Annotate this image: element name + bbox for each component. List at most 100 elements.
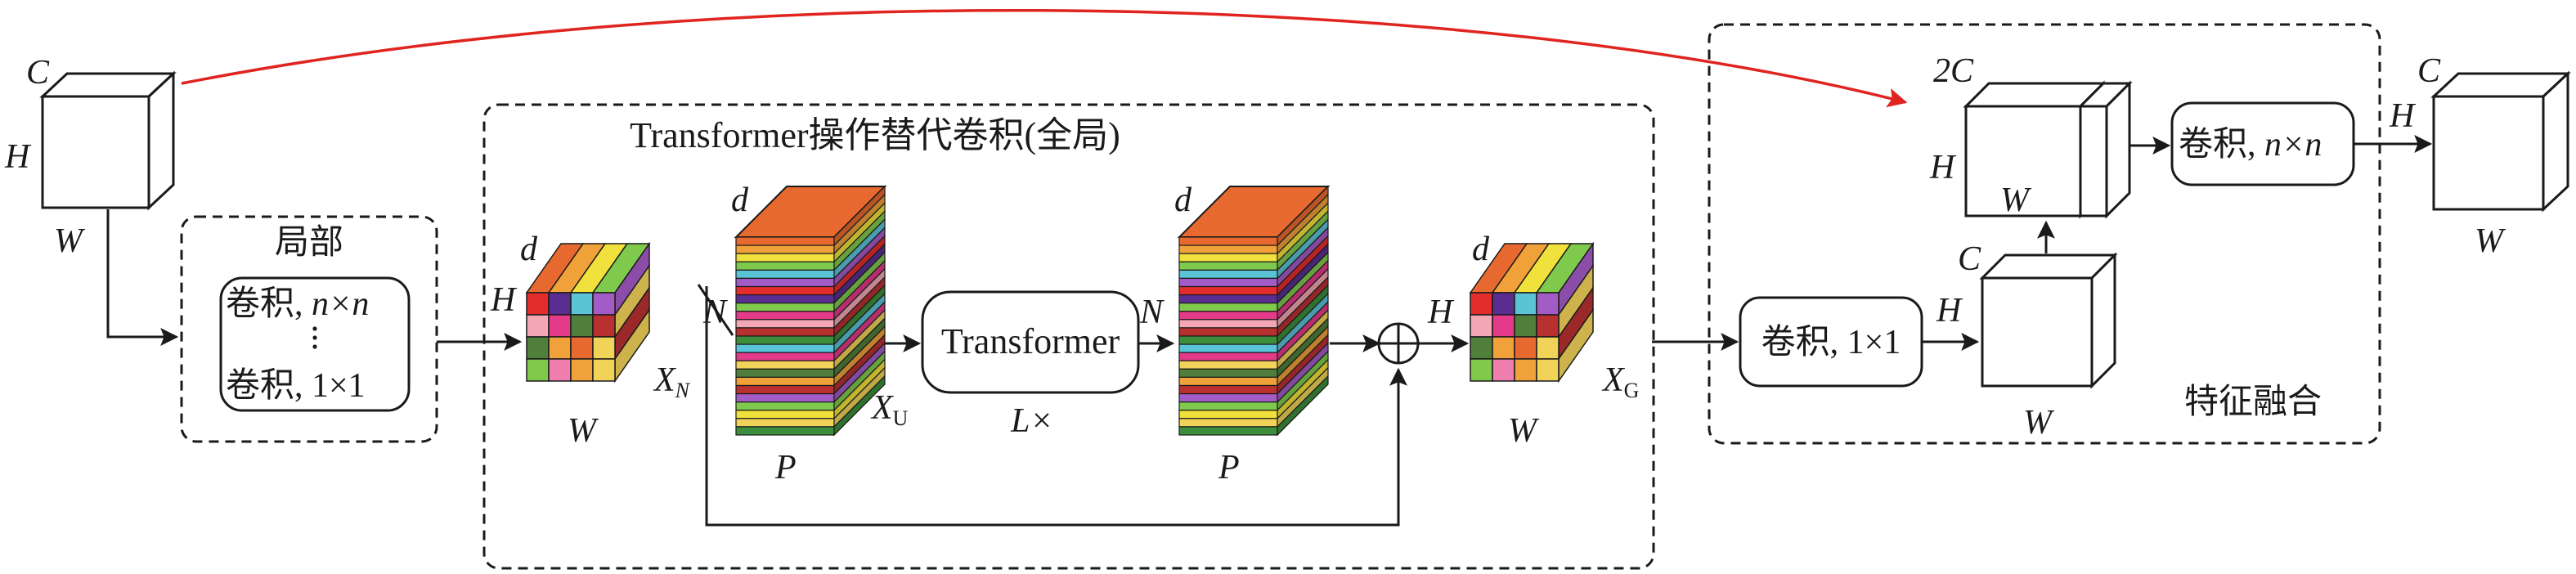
cube-front-cell [1536,292,1560,316]
transformer-label: Transformer [941,321,1120,361]
cube-front-cell [592,292,616,316]
xu-token-stack [734,185,887,437]
stack-front-stripe [735,418,835,428]
cube-front-cell [548,292,572,316]
stack-front-stripe [735,236,835,246]
xn-w-label: W [568,412,599,450]
stack-front-stripe [735,253,835,262]
stack-front-stripe [1178,376,1278,387]
xu-p-label: P [774,449,797,487]
out-stack-p-label: P [1218,449,1240,487]
cube-front-cell [1536,336,1560,360]
cube-front-cell [570,314,594,338]
stack-front-stripe [1178,327,1278,337]
cube-front-cell [526,336,550,360]
cube-front-cell [526,314,550,338]
stack-side-stripe [833,374,886,437]
stack-front-stripe [735,343,835,353]
cube-front-cell [526,358,550,382]
cube-front-cell [592,314,616,338]
sum-node-icon [1377,322,1420,365]
stack-front-stripe [1178,319,1278,329]
stack-front-stripe [1178,343,1278,353]
stack-front-stripe [1178,426,1278,436]
stack-front-stripe [1178,311,1278,321]
output-h-label: H [2389,97,2417,135]
cube-front-cell [548,314,572,338]
cube-front-cell [548,358,572,382]
stack-front-stripe [1178,303,1278,312]
stack-front-stripe [1178,335,1278,345]
stack-front-stripe [1178,261,1278,271]
cube-front-cell [1492,314,1515,338]
local-title: 局部 [275,224,343,262]
local-conv-nxn-label: 卷积, n×n [226,285,369,323]
concat-h-label: H [1929,149,1957,186]
vertical-ellipsis-icon [312,326,317,349]
xn-d-label: d [520,231,538,268]
local-conv-box [219,276,411,412]
cube-front-cell [1536,358,1560,382]
stack-front-stripe [735,410,835,419]
cube-front-cell [1492,358,1515,382]
fusion-conv-1x1-label: 卷积, 1×1 [1761,324,1901,361]
fusion-h-label-1: H [1936,292,1963,330]
sum-h-label: H [1427,294,1455,331]
cube-front-cell [570,336,594,360]
stack-front-stripe [735,294,835,304]
stack-front-stripe [1178,236,1278,246]
concat-2c-label: 2C [1933,52,1974,90]
stack-front-stripe [735,392,835,403]
transformer-output-stack [1177,185,1331,437]
stack-front-stripe [1178,410,1278,419]
stack-front-stripe [735,376,835,387]
stack-front-stripe [735,352,835,361]
stack-front-stripe [1178,384,1278,395]
skip-connection-arrow [181,9,1908,108]
transformer-repeat-label: L× [1010,402,1053,440]
input-w-label: W [54,222,86,260]
stack-front-stripe [1178,277,1278,288]
output-w-label: W [2475,222,2506,260]
cube-front-cell [570,292,594,316]
stack-side-stripe [1277,374,1329,437]
fusion-group-box [1708,23,2381,445]
fusion-conv-nxn-label: 卷积, n×n [2179,126,2322,164]
cube-front-cell [570,358,594,382]
xn-feature-cube [525,241,651,383]
stack-front-stripe [1178,294,1278,304]
stack-front-stripe [735,319,835,329]
local-conv-1x1-label: 卷积, 1×1 [226,367,366,405]
stack-front-stripe [1178,285,1278,296]
stack-front-stripe [1178,244,1278,254]
cube-front-cell [548,336,572,360]
cube-front-cell [1514,314,1537,338]
stack-front-stripe [1178,418,1278,428]
stack-front-stripe [1178,360,1278,370]
concat-cube [1963,80,2133,219]
cube-front-cell [1470,358,1493,382]
cube-front-cell [1514,292,1537,316]
stack-front-stripe [735,285,835,296]
cube-front-cell [1514,358,1537,382]
xn-h-label: H [490,281,518,319]
xg-name-label: XG [1601,361,1639,402]
input-c-label: C [26,54,50,92]
n-label-fold: N [1139,294,1165,331]
global-title: Transformer操作替代卷积(全局) [630,115,1120,155]
residual-path [705,286,1407,527]
stack-front-stripe [1178,253,1278,262]
stack-front-stripe [1178,269,1278,280]
stack-front-stripe [735,327,835,337]
stack-front-stripe [735,261,835,271]
stack-front-stripe [735,311,835,321]
stack-front-stripe [735,401,835,411]
cube-front-cell [1536,314,1560,338]
global-group-box [482,103,1655,570]
fusion-mid-c-label: C [1958,240,1981,278]
stack-front-stripe [1178,352,1278,361]
stack-front-stripe [735,303,835,312]
output-c-label: C [2417,52,2441,90]
cube-front-cell [1470,314,1493,338]
